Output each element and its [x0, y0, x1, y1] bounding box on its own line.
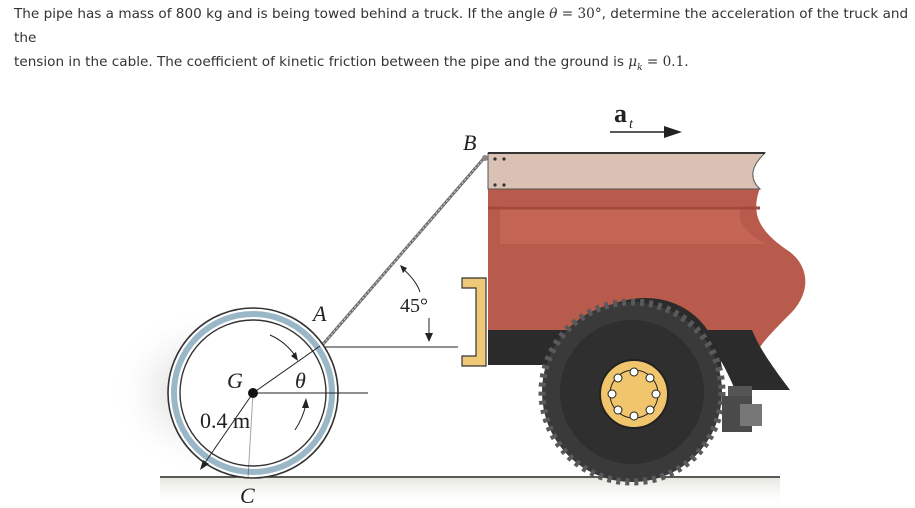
- tow-cable: [316, 155, 488, 351]
- problem-text: tension in the cable. The coefficient of…: [14, 54, 629, 70]
- center-g-point: [248, 388, 258, 398]
- ground: [160, 476, 780, 506]
- truck: [461, 152, 806, 486]
- label-g: G: [227, 368, 243, 393]
- label-b: B: [463, 130, 476, 155]
- line-g-to-a: [252, 345, 321, 394]
- bumper-bracket: [461, 277, 487, 367]
- mu-symbol: μ: [628, 54, 638, 70]
- pipe: [167, 307, 368, 479]
- problem-text: , determine the acceleration of the truc…: [14, 6, 909, 46]
- friction-value: = 0.1.: [642, 54, 689, 70]
- label-theta: θ: [295, 368, 306, 393]
- angle-45-label: 45°: [400, 295, 428, 317]
- truck-top-panel: [487, 152, 767, 190]
- problem-line-2: tension in the cable. The coefficient of…: [14, 50, 909, 80]
- angle-45-arc-arrow: [401, 267, 421, 293]
- truck-tire: [538, 298, 726, 486]
- problem-line-1: The pipe has a mass of 800 kg and is bei…: [14, 2, 909, 50]
- label-a: A: [311, 301, 327, 326]
- truck-body-highlight: [500, 206, 765, 244]
- problem-text: The pipe has a mass of 800 kg and is bei…: [14, 6, 550, 22]
- mu-subscript: k: [637, 63, 643, 73]
- hitch: [722, 386, 762, 432]
- label-radius: 0.4 m: [200, 408, 250, 433]
- angle-value: = 30°: [557, 6, 602, 22]
- rivets: [493, 157, 506, 187]
- theta-symbol: θ: [549, 6, 558, 22]
- label-c: C: [240, 483, 255, 508]
- radius-line: [201, 392, 254, 468]
- line-g-to-c: [247, 392, 254, 479]
- acceleration-arrow: [610, 126, 682, 138]
- problem-statement: The pipe has a mass of 800 kg and is bei…: [14, 2, 909, 80]
